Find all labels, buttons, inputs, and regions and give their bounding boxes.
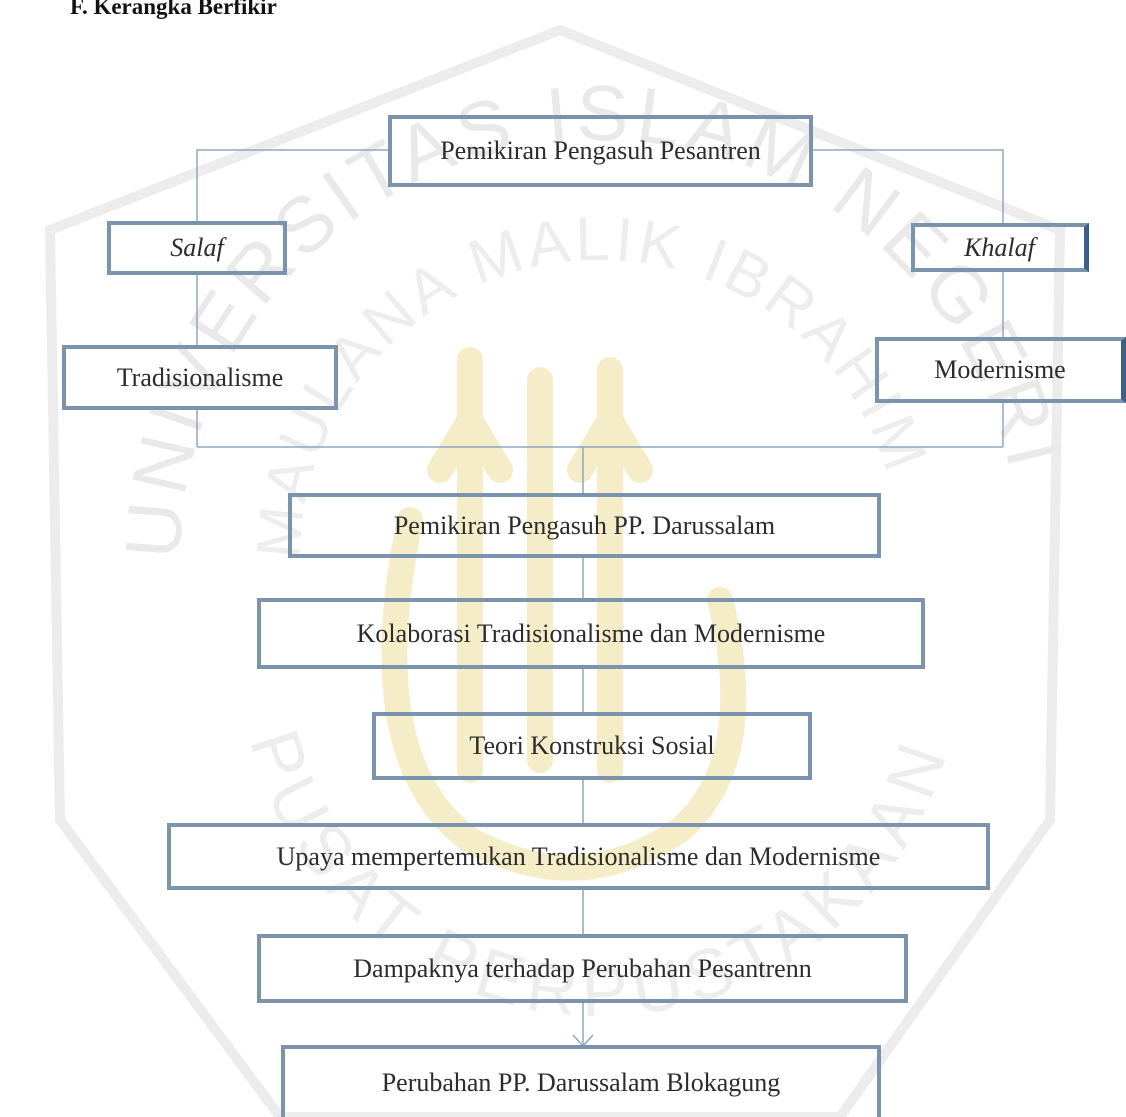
node-label: Salaf	[170, 233, 224, 262]
node-pemikiran-pengasuh-pesantren: Pemikiran Pengasuh Pesantren	[388, 115, 813, 187]
node-pemikiran-pengasuh-pp-darussalam: Pemikiran Pengasuh PP. Darussalam	[288, 493, 881, 558]
node-label: Pemikiran Pengasuh PP. Darussalam	[393, 510, 776, 540]
node-label: Upaya mempertemukan Tradisionalisme dan …	[276, 841, 881, 871]
section-heading: F. Kerangka Berfikir	[70, 0, 277, 19]
node-kolaborasi: Kolaborasi Tradisionalisme dan Modernism…	[257, 598, 925, 669]
node-dampak-perubahan-pesantren: Dampaknya terhadap Perubahan Pesantrenn	[257, 934, 908, 1003]
node-label: Kolaborasi Tradisionalisme dan Modernism…	[356, 618, 826, 648]
node-label: Pemikiran Pengasuh Pesantren	[440, 136, 761, 165]
node-perubahan-pp-darussalam: Perubahan PP. Darussalam Blokagung	[281, 1045, 881, 1117]
node-label: Perubahan PP. Darussalam Blokagung	[381, 1068, 781, 1097]
node-label: Dampaknya terhadap Perubahan Pesantrenn	[353, 953, 812, 983]
node-label: Modernisme	[934, 355, 1066, 384]
node-upaya-mempertemukan: Upaya mempertemukan Tradisionalisme dan …	[167, 823, 990, 890]
node-label: Khalaf	[964, 232, 1035, 262]
node-salaf: Salaf	[107, 221, 287, 275]
node-khalaf: Khalaf	[911, 223, 1089, 272]
node-label: Tradisionalisme	[116, 362, 284, 392]
node-tradisionalisme: Tradisionalisme	[62, 345, 338, 410]
node-modernisme: Modernisme	[875, 337, 1126, 403]
node-label: Teori Konstruksi Sosial	[469, 731, 715, 760]
node-teori-konstruksi-sosial: Teori Konstruksi Sosial	[372, 712, 812, 780]
